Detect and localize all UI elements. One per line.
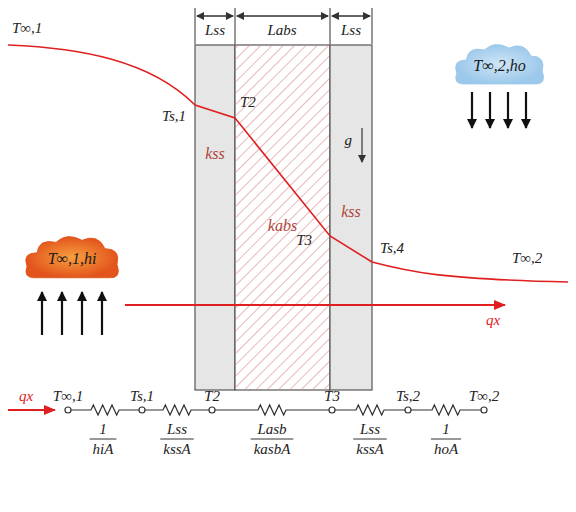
fraction-bar — [353, 439, 387, 440]
node-label: Ts,1 — [130, 388, 154, 404]
steel-layer: kss — [330, 45, 372, 390]
fraction-bar — [90, 439, 117, 440]
fraction-den: hoA — [434, 441, 458, 457]
fraction-num: Lasb — [257, 421, 286, 437]
fraction-bar — [251, 439, 294, 440]
fraction-den: kssA — [356, 441, 384, 457]
fraction-bar — [431, 439, 461, 440]
node-label: T3 — [324, 388, 340, 404]
node-label: T2 — [204, 388, 220, 404]
gravity-label: g — [345, 132, 353, 148]
conductivity-label: kabs — [268, 217, 297, 235]
temperature-label: Ts,1 — [162, 108, 186, 124]
resistor-symbol — [215, 405, 329, 415]
fraction-num: 1 — [99, 421, 107, 437]
temperature-label: Ts,4 — [380, 240, 404, 256]
fraction-num: Lss — [167, 421, 187, 437]
temperature-label: T2 — [240, 94, 256, 110]
resistor-symbol — [335, 405, 405, 415]
fraction-den: hiA — [93, 441, 114, 457]
heat-flow-label: qx — [486, 312, 500, 328]
fluid-label: T∞,1,hi — [48, 250, 97, 268]
conductivity-label: kss — [205, 145, 225, 163]
fraction-bar — [160, 439, 194, 440]
fraction-num: Lss — [360, 421, 380, 437]
dimension-label: Lss — [205, 22, 225, 38]
resistor-symbol — [145, 405, 209, 415]
temperature-label: T3 — [296, 232, 312, 248]
fraction-num: 1 — [442, 421, 450, 437]
temperature-label: T∞,2 — [512, 250, 542, 266]
fraction-den: kasbA — [254, 441, 291, 457]
node-label: T∞,2 — [469, 388, 499, 404]
circuit-node — [481, 407, 487, 413]
node-label: T∞,1 — [53, 388, 83, 404]
steel-layer: kss — [195, 45, 235, 390]
resistor-symbol — [71, 405, 139, 415]
cold-cloud: T∞,2,ho — [452, 40, 547, 90]
conductivity-label: kss — [341, 203, 361, 221]
circuit-node — [209, 407, 215, 413]
heat-flow-label: qx — [19, 388, 33, 404]
temperature-label: T∞,1 — [12, 20, 42, 36]
circuit-node — [139, 407, 145, 413]
dimension-label: Lss — [341, 22, 361, 38]
node-label: Ts,2 — [396, 388, 420, 404]
fraction-den: kssA — [163, 441, 191, 457]
hot-cloud: T∞,1,hi — [22, 232, 122, 284]
fluid-label: T∞,2,ho — [473, 57, 525, 75]
circuit-node — [405, 407, 411, 413]
dimension-label: Labs — [267, 22, 296, 38]
circuit-node — [329, 407, 335, 413]
circuit-node — [65, 407, 71, 413]
resistor-symbol — [411, 405, 481, 415]
